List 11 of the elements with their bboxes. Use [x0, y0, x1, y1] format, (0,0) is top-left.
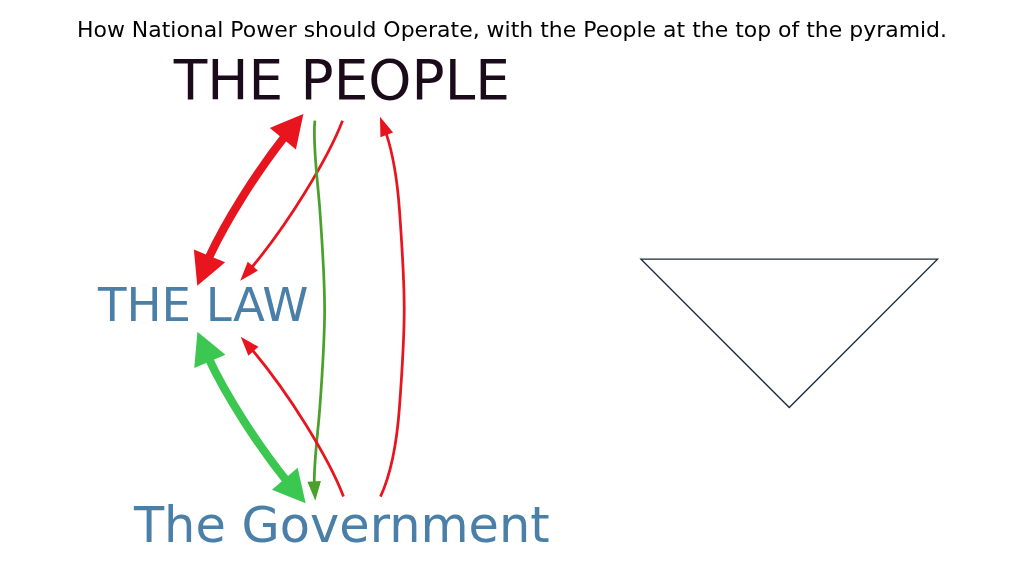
node-text: The Government — [133, 495, 550, 554]
node-text: THE LAW — [97, 277, 309, 332]
diagram-title: How National Power should Operate, with the People at the top of the pyramid. — [76, 16, 948, 42]
node-text: THE PEOPLE — [173, 47, 510, 112]
arrow — [307, 120, 326, 501]
node-triangle — [639, 258, 940, 409]
arrow — [240, 336, 345, 498]
arrow — [240, 120, 344, 281]
arrow — [379, 116, 406, 498]
arrow — [193, 113, 304, 286]
arrow — [194, 331, 306, 504]
